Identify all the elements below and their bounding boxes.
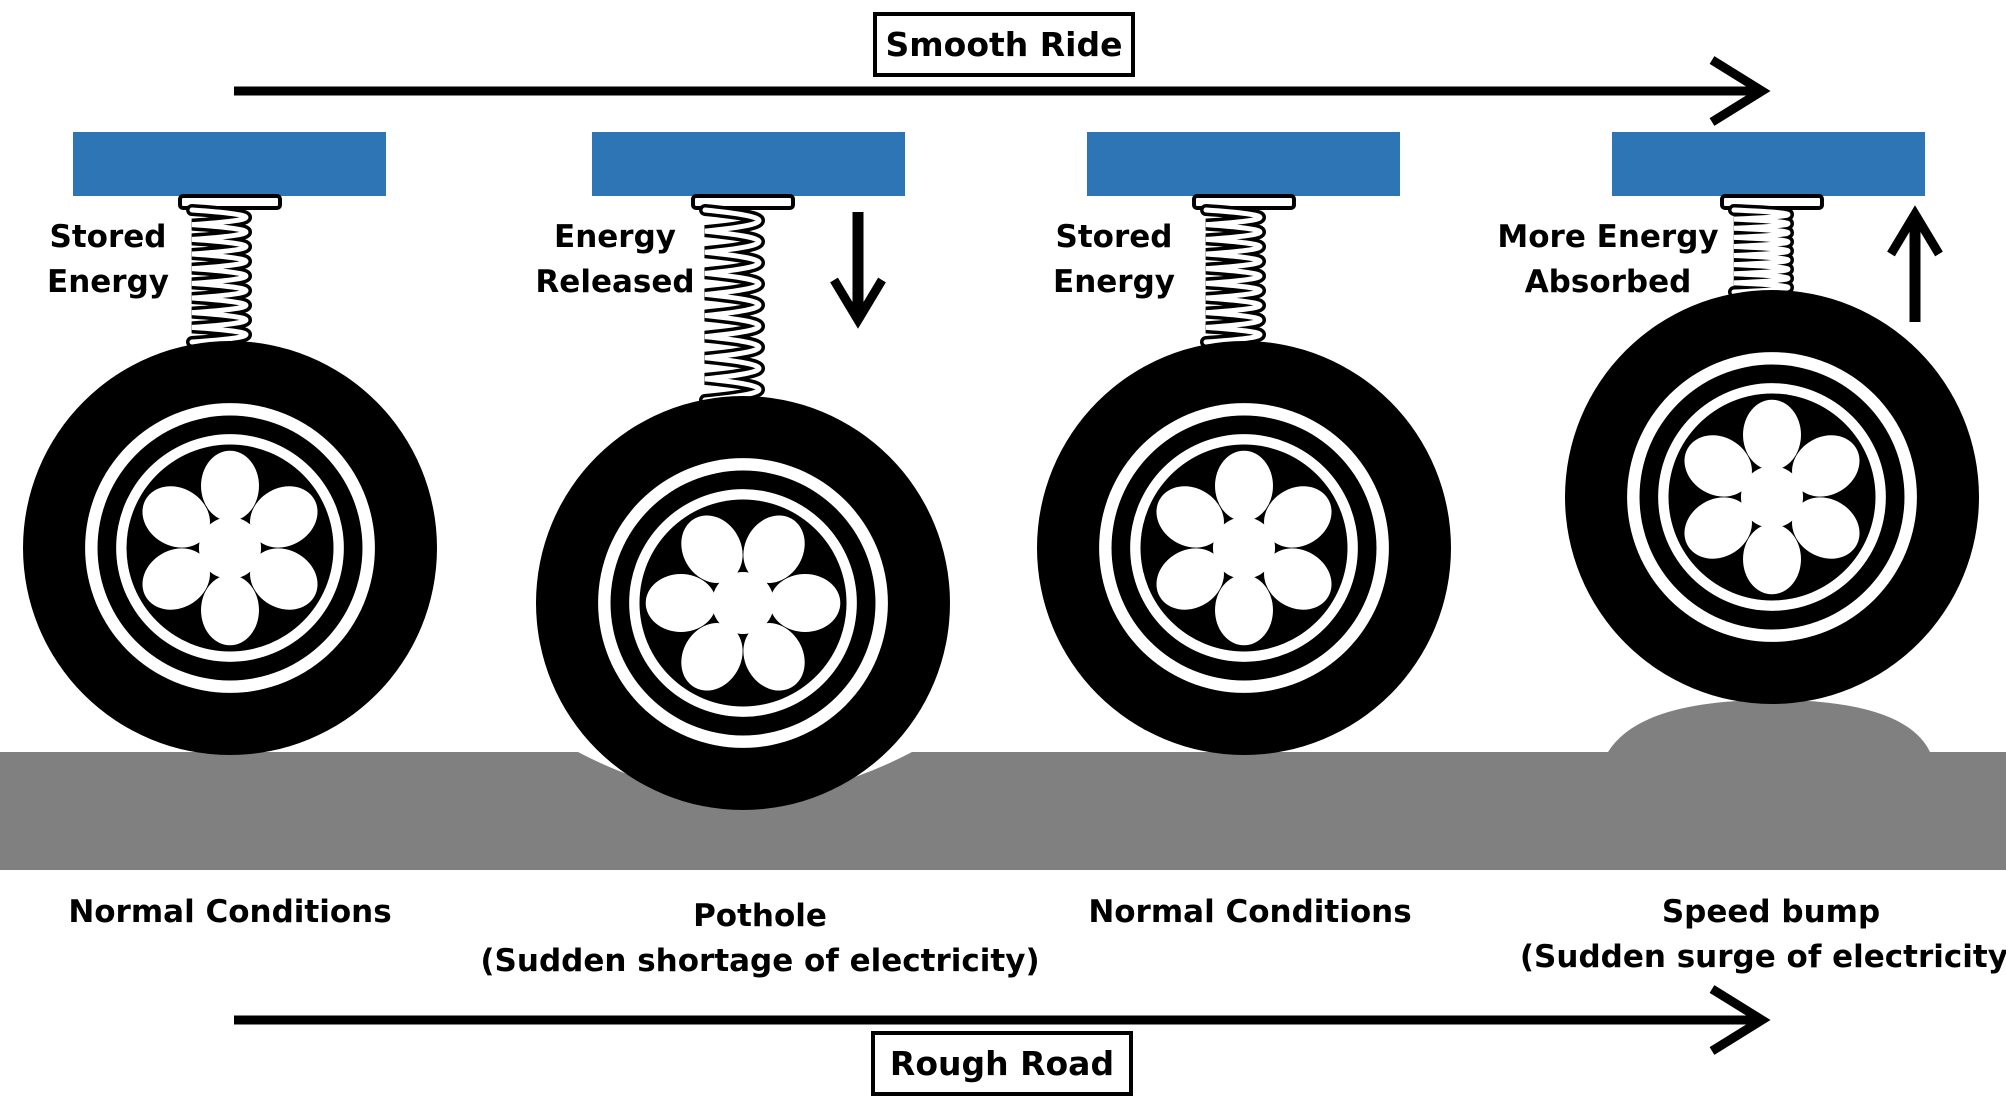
stage-pothole (536, 132, 950, 810)
condition-line: (Sudden shortage of electricity) (480, 943, 1040, 979)
condition-line: Pothole (693, 898, 827, 934)
condition-line: (Sudden surge of electricity) (1519, 939, 2006, 975)
side-label-speed-bump: More Energy Absorbed (1488, 215, 1728, 305)
spring-icon (1192, 194, 1296, 348)
condition-line: Normal Conditions (68, 894, 392, 930)
speed-bump-mound (1608, 700, 1930, 752)
condition-pothole: Pothole (Sudden shortage of electricity) (480, 894, 1040, 984)
condition-normal-1: Normal Conditions (0, 890, 510, 935)
arrow-down-icon (830, 212, 886, 329)
spring-icon (691, 194, 795, 406)
car-body-block (1087, 132, 1400, 196)
side-label-pothole: Energy Released (495, 215, 735, 305)
tire-icon (23, 341, 437, 755)
car-body-block (73, 132, 386, 196)
side-label-normal-1: Stored Energy (0, 215, 228, 305)
side-label-line: Energy (554, 219, 676, 255)
condition-line: Speed bump (1661, 894, 1881, 930)
side-label-line: Stored (49, 219, 167, 255)
tire-icon (1565, 290, 1979, 704)
rough-road-arrow (234, 985, 1771, 1055)
condition-speed-bump: Speed bump (Sudden surge of electricity) (1491, 890, 2006, 980)
stage-normal-1 (23, 132, 437, 755)
side-label-line: Energy (1053, 264, 1175, 300)
side-label-normal-2: Stored Energy (994, 215, 1234, 305)
smooth-ride-arrow (234, 56, 1771, 126)
car-body-block (592, 132, 905, 196)
rough-road-banner: Rough Road (871, 1031, 1133, 1096)
stage-speed-bump (1565, 132, 1979, 704)
spring-icon (178, 194, 282, 348)
smooth-ride-label: Smooth Ride (885, 25, 1123, 64)
tire-icon (536, 396, 950, 810)
side-label-line: Energy (47, 264, 169, 300)
side-label-line: Released (535, 264, 695, 300)
stage-normal-2 (1037, 132, 1451, 755)
condition-normal-2: Normal Conditions (970, 890, 1530, 935)
condition-line: Normal Conditions (1088, 894, 1412, 930)
side-label-line: More Energy (1497, 219, 1719, 255)
side-label-line: Absorbed (1524, 264, 1692, 300)
car-body-block (1612, 132, 1925, 196)
tire-icon (1037, 341, 1451, 755)
road (0, 752, 2006, 870)
spring-icon (1720, 194, 1824, 298)
rough-road-label: Rough Road (889, 1044, 1115, 1083)
side-label-line: Stored (1055, 219, 1173, 255)
smooth-ride-banner: Smooth Ride (873, 12, 1135, 77)
arrow-up-icon (1887, 205, 1943, 322)
